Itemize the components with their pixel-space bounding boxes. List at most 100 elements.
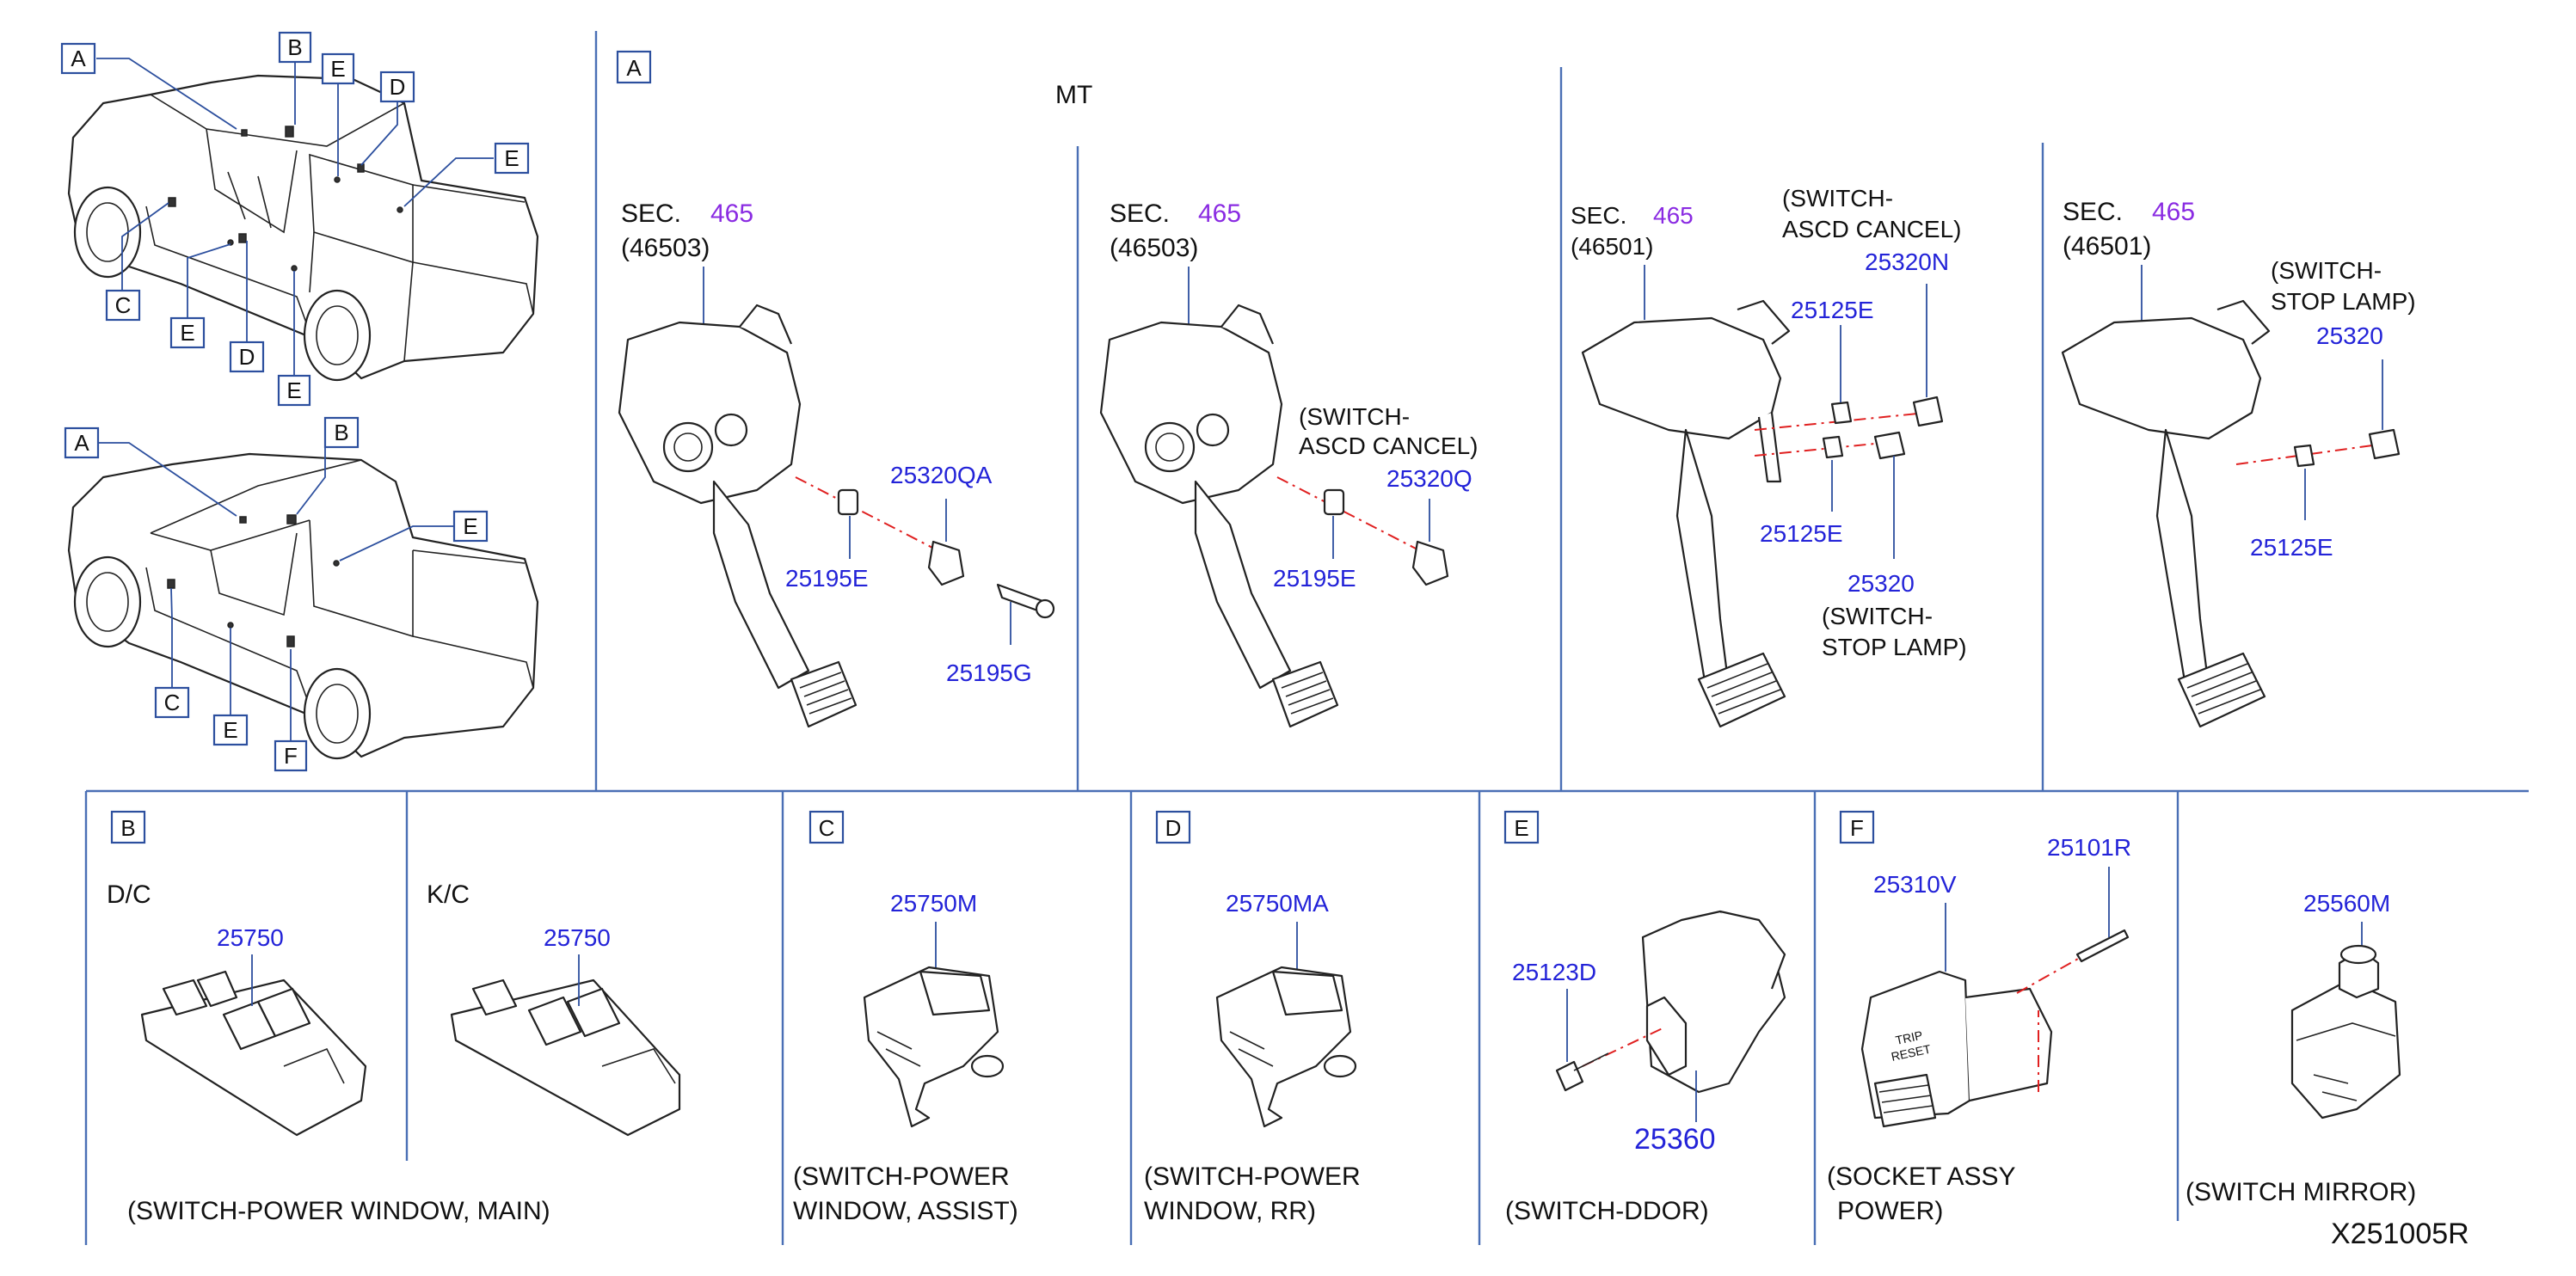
callout-label: A	[74, 430, 89, 456]
part-number: 25320	[1847, 570, 1915, 597]
section-d-tag-box	[1155, 810, 1191, 844]
sec-label: SEC.	[2063, 198, 2123, 226]
sec-subnumber: (46503)	[621, 234, 710, 262]
part-number: 25195E	[785, 565, 869, 592]
callout-label: F	[284, 743, 298, 769]
window-switch-dc	[140, 954, 367, 1137]
callout-label: D	[390, 74, 406, 100]
section-b-caption: (SWITCH-POWER WINDOW, MAIN)	[127, 1197, 550, 1225]
callout-box	[274, 739, 308, 772]
callout-label: B	[287, 34, 302, 60]
callout-box	[64, 426, 100, 459]
sec-label: SEC.	[621, 199, 681, 228]
sec-subnumber: (46503)	[1110, 234, 1198, 262]
note-line: STOP LAMP)	[2271, 288, 2416, 315]
part-number: 25310V	[1873, 871, 1957, 898]
assist-window-switch	[863, 966, 1005, 1128]
sec-subnumber: (46501)	[2063, 232, 2151, 261]
part-number: 25320N	[1865, 248, 1949, 275]
brake-pedal-panel-1: SEC. 465 (46503)	[618, 199, 1055, 728]
callout-box	[169, 316, 206, 349]
section-c-tag: C	[819, 815, 835, 841]
part-number: 25320	[2316, 322, 2383, 349]
section-c-tag-box	[808, 810, 845, 844]
callout-box	[154, 686, 190, 719]
rear-window-switch	[1215, 966, 1357, 1128]
part-number: 25101R	[2047, 834, 2131, 861]
callout-box	[212, 714, 249, 746]
callout-label: E	[463, 513, 477, 539]
note-line: (SWITCH-	[2271, 257, 2382, 284]
callout-label: E	[180, 320, 194, 346]
vehicle-bottom-callouts: A B E C E F	[64, 416, 489, 772]
callout-label: B	[334, 420, 348, 445]
section-d-tag: D	[1165, 815, 1182, 841]
part-number: 25360	[1634, 1123, 1716, 1156]
callout-label: E	[330, 56, 345, 82]
callout-box	[60, 42, 96, 75]
callout-label: C	[115, 292, 132, 318]
callout-box	[323, 416, 360, 449]
sec-subnumber: (46501)	[1571, 233, 1654, 260]
section-f-tag-box	[1839, 810, 1875, 844]
note-line: STOP LAMP)	[1822, 634, 1967, 660]
callout-label: C	[164, 690, 181, 715]
part-number: 25750	[544, 924, 611, 951]
note-line: (SWITCH-	[1822, 603, 1933, 629]
sec-number: 465	[1653, 202, 1694, 229]
callout-box	[321, 52, 355, 85]
section-d-caption-1: (SWITCH-POWER	[1144, 1163, 1361, 1191]
section-d-caption-2: WINDOW, RR)	[1144, 1197, 1316, 1225]
part-number: 25123D	[1512, 959, 1596, 985]
sec-number: 465	[710, 199, 753, 228]
note-line: (SWITCH-	[1782, 185, 1893, 212]
brake-pedal-panel-4: SEC. 465 (46501)	[2061, 198, 2401, 728]
callout-box	[105, 289, 141, 322]
trip-reset-socket	[1860, 867, 2130, 1128]
section-f-tag: F	[1850, 815, 1864, 841]
part-number: 25560M	[2303, 890, 2390, 917]
brake-pedal-panel-2: SEC. 465 (46503)	[1099, 199, 1449, 728]
section-c-caption-1: (SWITCH-POWER	[793, 1163, 1010, 1191]
part-number: 25750MA	[1226, 890, 1329, 917]
part-number: 25125E	[2250, 534, 2333, 561]
trip-label: TRIP	[1894, 1028, 1924, 1047]
note-line: (SWITCH-	[1299, 403, 1410, 430]
callout-label: E	[286, 377, 301, 403]
vehicle-bottom-view	[67, 452, 539, 760]
part-number: 25750	[217, 924, 284, 951]
section-c-caption-2: WINDOW, ASSIST)	[793, 1197, 1018, 1225]
callout-box	[278, 31, 312, 64]
callout-label: D	[239, 344, 255, 370]
callout-box	[379, 71, 415, 103]
divider-lines	[84, 31, 2529, 1245]
section-a-tag-box	[616, 50, 652, 84]
callout-label: E	[504, 145, 519, 171]
window-switch-kc	[450, 954, 681, 1137]
part-number: 25195E	[1273, 565, 1356, 592]
section-b-tag: B	[120, 815, 135, 841]
sec-number: 465	[2152, 198, 2195, 226]
part-number: 25125E	[1791, 297, 1874, 323]
callout-box	[277, 374, 311, 407]
section-e-tag: E	[1514, 815, 1528, 841]
diagram-code: X251005R	[2331, 1218, 2469, 1250]
brake-pedal-panel-3: SEC. 465 (46501)	[1571, 202, 1944, 728]
vehicle-top-view	[67, 74, 539, 382]
part-number: 25195G	[946, 659, 1032, 686]
sec-label: SEC.	[1571, 202, 1626, 229]
vehicle-top-callouts: A B E D E C E D E	[60, 31, 530, 407]
mirror-switch	[2290, 944, 2401, 1120]
dc-label: D/C	[107, 880, 151, 909]
kc-label: K/C	[427, 880, 470, 909]
callout-box	[452, 510, 489, 543]
part-number: 25320Q	[1386, 465, 1472, 492]
sec-number: 465	[1198, 199, 1241, 228]
section-b-tag-box	[110, 810, 146, 844]
section-e-tag-box	[1503, 810, 1540, 844]
section-a-heading: MT	[1055, 81, 1092, 109]
section-e-caption: (SWITCH-DDOR)	[1505, 1197, 1709, 1225]
note-line: ASCD CANCEL)	[1299, 432, 1478, 459]
part-number: 25125E	[1760, 520, 1843, 547]
